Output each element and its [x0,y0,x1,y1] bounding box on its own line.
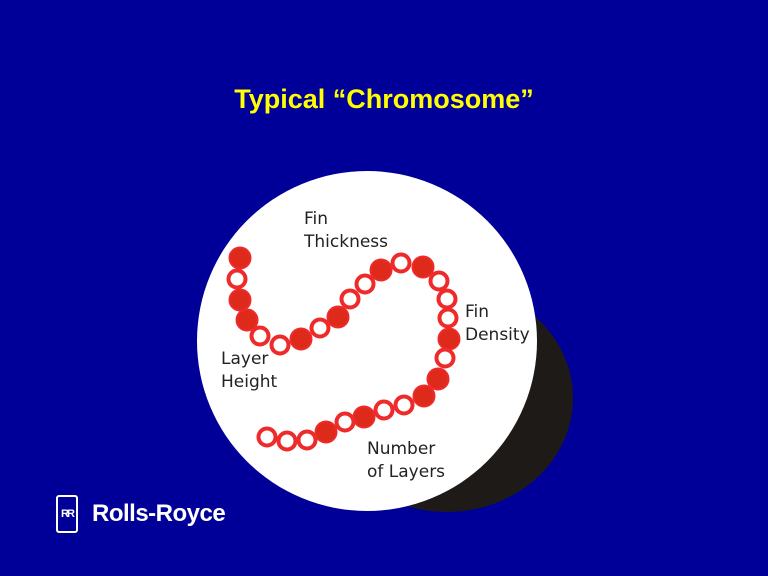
label-line: of Layers [367,462,446,482]
label-line: Fin [304,209,329,229]
open-bead [249,325,271,347]
slide-title: Typical “Chromosome” [234,84,534,114]
open-bead [309,317,331,339]
open-bead [437,307,459,329]
label-line: Thickness [304,232,389,252]
label-layer-height: Layer Height [221,348,277,394]
filled-bead [369,258,393,282]
open-bead [296,429,318,451]
open-bead [390,252,412,274]
open-bead [393,394,415,416]
label-line: Number [367,439,436,459]
label-line: Height [221,372,278,392]
open-bead [334,411,356,433]
filled-bead [228,288,252,312]
open-bead [354,273,376,295]
filled-bead [412,384,436,408]
bead-chain [226,246,461,452]
open-bead [373,399,395,421]
label-fin-density: Fin Density [465,301,530,347]
filled-bead [426,367,450,391]
filled-bead [228,246,252,270]
brand-name: Rolls-Royce [92,500,226,527]
filled-bead [411,255,435,279]
open-bead [436,288,458,310]
label-number-of-layers: Number of Layers [367,438,445,484]
rolls-royce-logo: RR Rolls-Royce [56,495,226,533]
filled-bead [326,305,350,329]
filled-bead [314,420,338,444]
filled-bead [289,327,313,351]
label-line: Layer [221,349,269,369]
label-line: Fin [465,302,490,322]
open-bead [226,268,248,290]
open-bead [428,270,450,292]
filled-bead [352,405,376,429]
filled-bead [235,308,259,332]
rr-monogram-icon: RR [56,495,78,533]
label-fin-thickness: Fin Thickness [304,208,388,254]
open-bead [434,347,456,369]
open-bead [256,426,278,448]
white-circle [197,171,537,511]
open-bead [276,430,298,452]
filled-bead [437,327,461,351]
label-line: Density [465,325,530,345]
open-bead [339,288,361,310]
open-bead [269,334,291,356]
